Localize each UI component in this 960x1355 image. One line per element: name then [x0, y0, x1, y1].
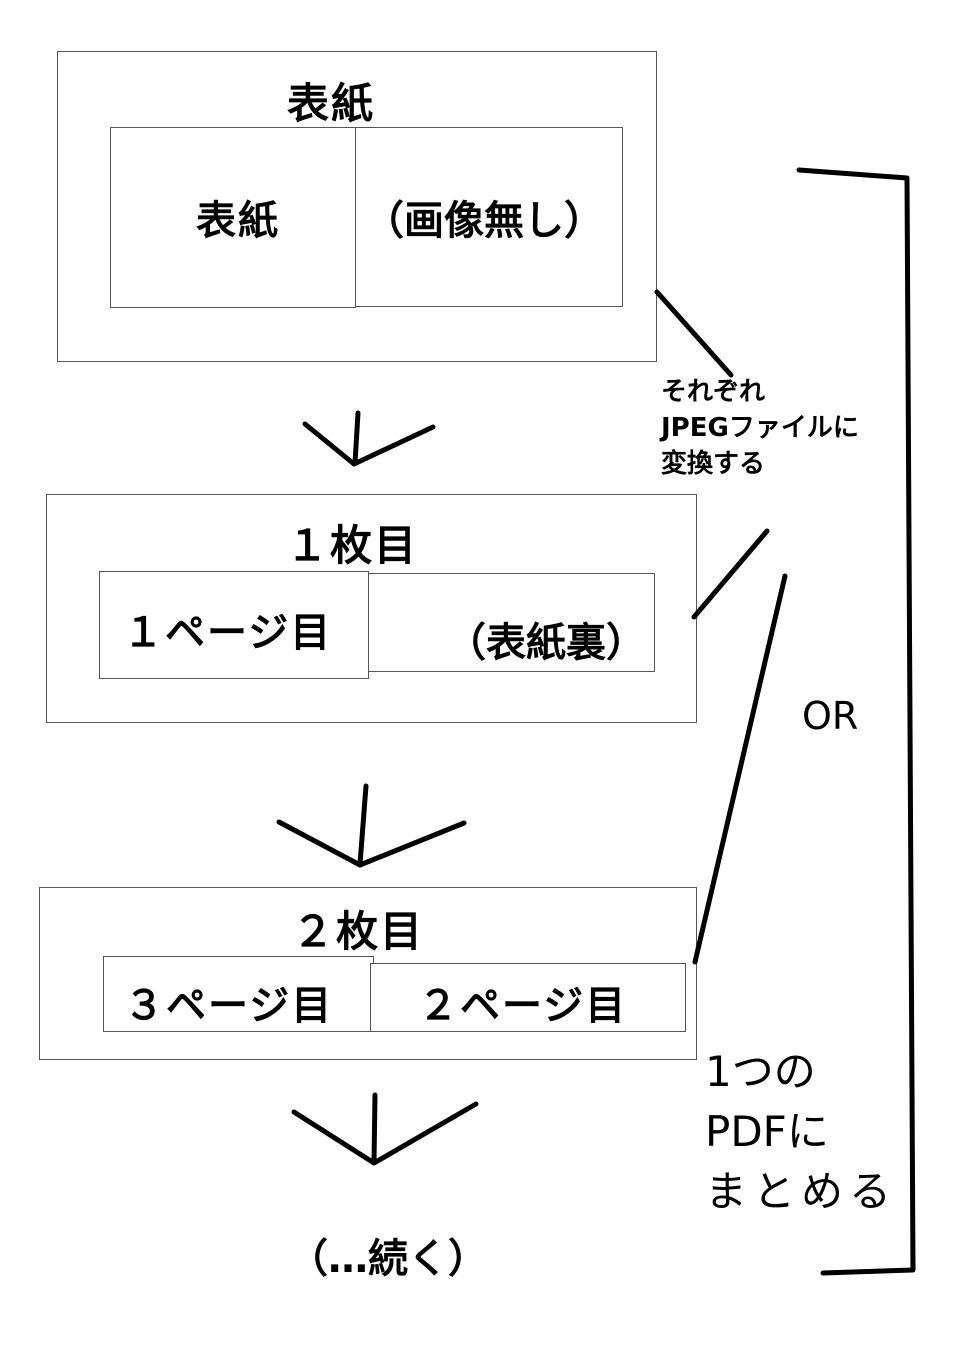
arrow-1-head — [302, 421, 436, 467]
jpeg-note-line-2: JPEGファイルに — [661, 413, 859, 443]
pdf-note-line-2: PDFに — [705, 1107, 829, 1156]
sheet-2-title: ２枚目 — [292, 907, 425, 956]
sheet-2-left-page — [103, 956, 374, 1032]
sheet-1-left-page — [99, 571, 369, 679]
continuation-label: （…続く） — [288, 1236, 488, 1282]
sheet-1-left-label: １ページ目 — [123, 610, 333, 656]
down-arrow-icon-3 — [291, 1092, 479, 1166]
connector-cover-to-jpeg — [654, 289, 734, 378]
sheet-1-right-label: （表紙裏） — [446, 620, 646, 666]
jpeg-note-line-1: それぞれ — [661, 377, 766, 407]
arrow-1-shaft — [352, 410, 361, 466]
down-arrow-icon-1 — [302, 410, 436, 467]
sheet-cover-right-label: （画像無し） — [364, 198, 604, 244]
sheet-1-title: １枚目 — [286, 521, 419, 570]
sheet-2-right-page — [370, 963, 686, 1032]
arrow-3-head — [291, 1101, 479, 1166]
sheet-1-right-page — [365, 573, 655, 672]
arrow-2-head — [276, 819, 467, 868]
or-label: OR — [802, 694, 859, 738]
connector-sheet2-to-jpeg — [692, 573, 788, 965]
jpeg-note: それぞれ JPEGファイルに 変換する — [661, 374, 859, 482]
sheet-2-right-label: ２ページ目 — [418, 983, 628, 1029]
sheet-cover-left-label: 表紙 — [196, 198, 280, 244]
arrow-3-shaft — [371, 1092, 378, 1165]
down-arrow-icon-2 — [276, 783, 467, 868]
arrow-2-shaft — [357, 783, 369, 867]
jpeg-note-line-3: 変換する — [661, 449, 766, 479]
sheet-cover-left-page — [110, 127, 356, 308]
pdf-note: 1つの PDFに まとめる — [705, 1042, 897, 1222]
connector-sheet1-to-jpeg — [691, 528, 770, 620]
sheet-2-left-label: ３ページ目 — [124, 983, 334, 1029]
pdf-note-line-1: 1つの — [705, 1047, 816, 1096]
sheet-cover-right-page — [355, 127, 623, 307]
sheet-cover-title: 表紙 — [287, 79, 376, 128]
pdf-note-line-3: まとめる — [705, 1167, 898, 1216]
